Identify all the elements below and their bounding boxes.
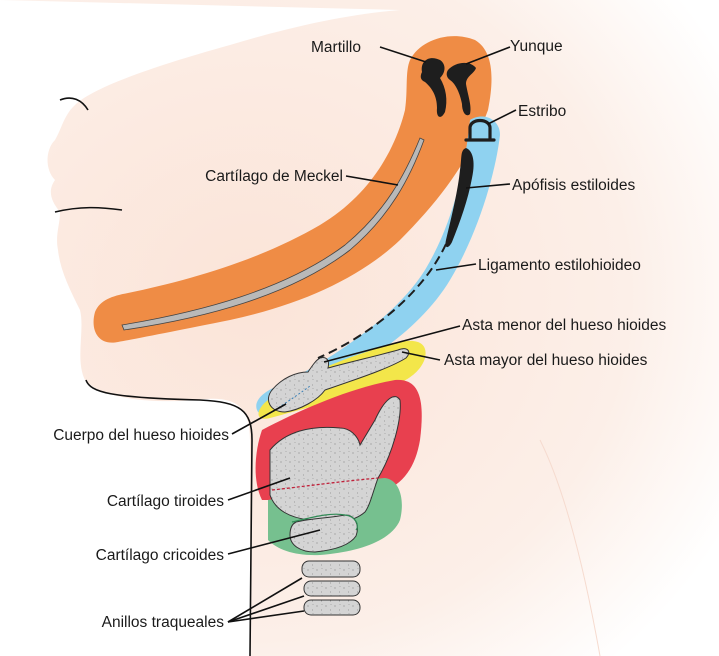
label-tracheal-rings: Anillos traqueales	[102, 614, 225, 631]
label-incus: Yunque	[510, 38, 563, 55]
label-styloid: Apófisis estiloides	[512, 177, 635, 194]
label-greater-horn: Asta mayor del hueso hioides	[444, 352, 648, 369]
label-hyoid-body: Cuerpo del hueso hioides	[53, 427, 229, 444]
tracheal-ring	[302, 561, 360, 577]
label-malleus: Martillo	[311, 39, 361, 56]
label-meckel: Cartílago de Meckel	[205, 168, 343, 185]
tracheal-ring	[304, 600, 360, 615]
tracheal-ring	[304, 581, 360, 596]
label-lesser-horn: Asta menor del hueso hioides	[462, 317, 666, 334]
label-stylohyoid: Ligamento estilohioideo	[478, 257, 641, 274]
label-thyroid: Cartílago tiroides	[107, 493, 224, 510]
label-stapes: Estribo	[518, 103, 566, 120]
label-cricoid: Cartílago cricoides	[96, 547, 225, 564]
